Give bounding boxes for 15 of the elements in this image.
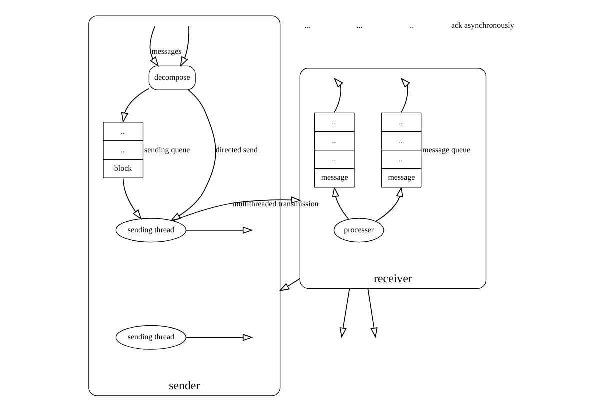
arrow <box>186 334 254 342</box>
arrow <box>279 278 301 292</box>
arrow <box>400 78 410 113</box>
arrow <box>122 178 142 220</box>
arrow <box>334 78 344 113</box>
arrow <box>172 196 302 222</box>
arrow <box>121 88 150 124</box>
arrow <box>376 186 404 222</box>
arrow <box>186 226 254 234</box>
arrow <box>340 288 350 338</box>
arrow <box>150 26 160 68</box>
arrow <box>368 288 378 338</box>
arrow <box>332 186 350 220</box>
arrow <box>170 90 216 222</box>
arrow <box>180 26 190 68</box>
